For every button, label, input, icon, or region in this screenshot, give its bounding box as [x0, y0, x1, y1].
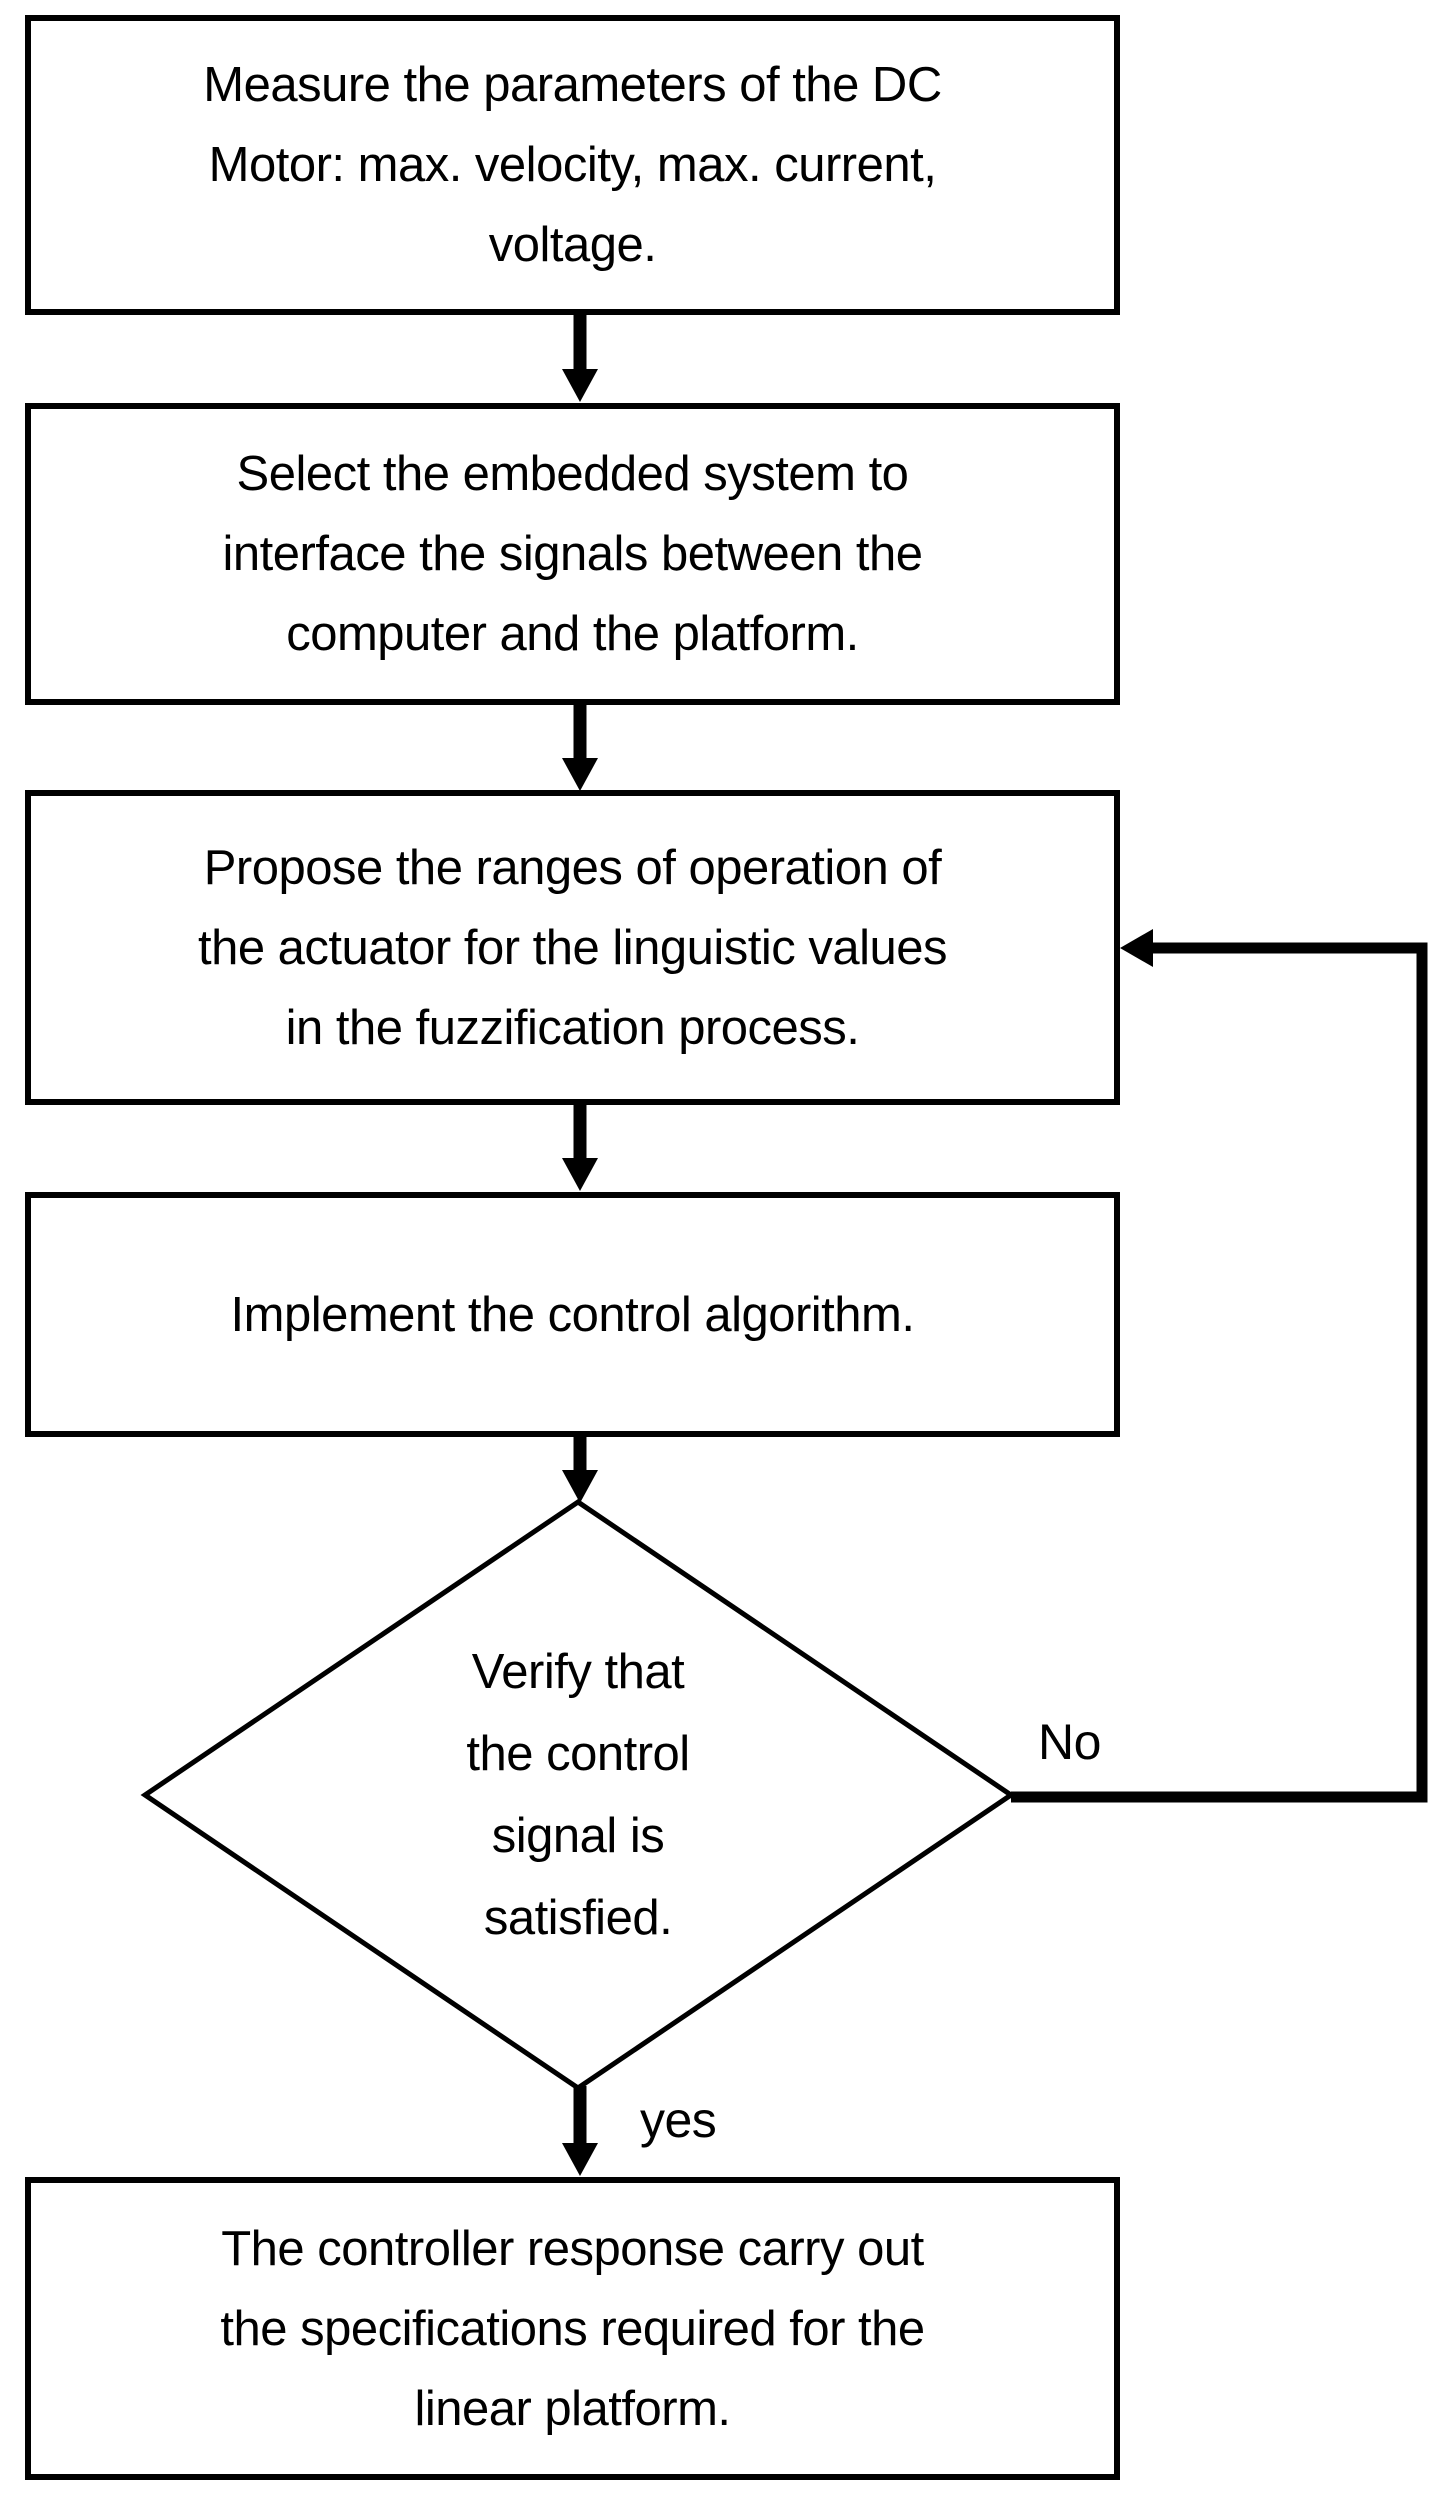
- process-node-text: Select the embedded system to interface …: [222, 447, 923, 661]
- edge-label-no: No: [1038, 1714, 1101, 1770]
- edge-label-yes: yes: [640, 2092, 717, 2148]
- arrow-step4-decision-head: [562, 1470, 598, 1503]
- decision-node-verify-signal-text: Verify that the control signal is satisf…: [466, 1645, 690, 1945]
- feedback-loop-line: [1011, 942, 1428, 1803]
- process-node-select-embedded-system: Select the embedded system to interface …: [25, 403, 1120, 705]
- process-node-measure-parameters: Measure the parameters of the DC Motor: …: [25, 15, 1120, 315]
- process-node-implement-control: Implement the control algorithm.: [25, 1192, 1120, 1437]
- process-node-text: Implement the control algorithm.: [230, 1287, 915, 1342]
- arrow-step2-step3-head: [562, 758, 598, 791]
- process-node-propose-ranges: Propose the ranges of operation of the a…: [25, 790, 1120, 1105]
- feedback-loop-arrowhead: [1120, 929, 1153, 967]
- arrow-step3-step4-head: [562, 1158, 598, 1191]
- arrow-step1-step2-head: [562, 369, 598, 402]
- process-node-text: The controller response carry out the sp…: [220, 2221, 925, 2436]
- process-node-text: Propose the ranges of operation of the a…: [197, 840, 948, 1055]
- arrow-decision-step5-head: [562, 2143, 598, 2176]
- decision-diamond-shape: [140, 1498, 1016, 2092]
- process-node-text: Measure the parameters of the DC Motor: …: [203, 58, 942, 272]
- process-node-controller-response: The controller response carry out the sp…: [25, 2177, 1120, 2480]
